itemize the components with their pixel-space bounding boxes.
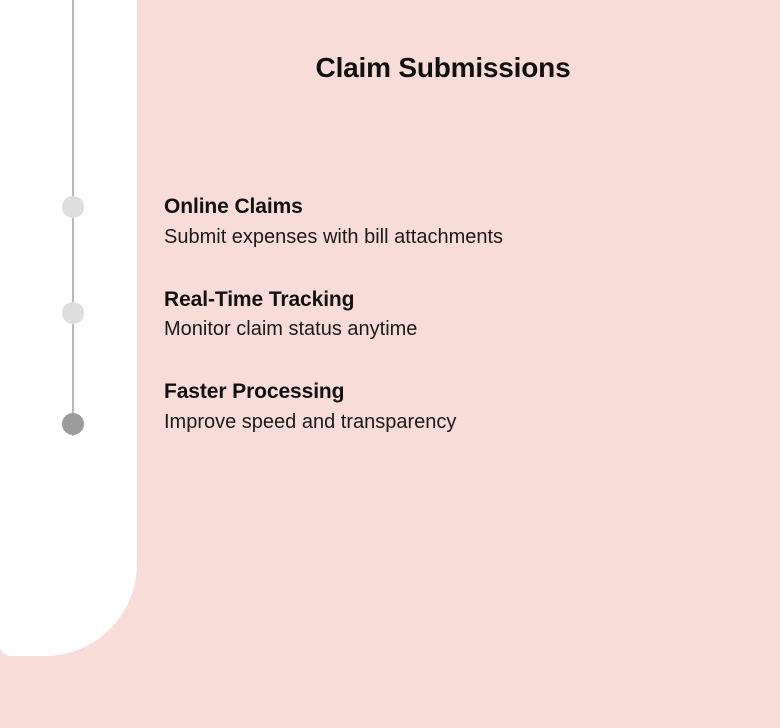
list-item-title: Real-Time Tracking bbox=[164, 287, 355, 311]
list-item-title: Online Claims bbox=[164, 195, 303, 218]
list-item: Real-Time Tracking Monitor claim status … bbox=[164, 286, 724, 345]
list-item: Faster Processing Improve speed and tran… bbox=[164, 378, 724, 437]
timeline-dot-step-3[interactable] bbox=[62, 413, 84, 435]
timeline-connector-line bbox=[72, 0, 74, 436]
timeline-dot-step-2[interactable] bbox=[62, 302, 84, 324]
timeline-dot-step-1[interactable] bbox=[62, 196, 84, 218]
list-item-description: Submit expenses with bill attachments bbox=[164, 225, 504, 248]
feature-list: Online Claims Submit expenses with bill … bbox=[164, 193, 724, 437]
white-notch-shape bbox=[0, 0, 137, 656]
panel-background-main bbox=[137, 0, 780, 728]
list-item-description: Improve speed and transparency bbox=[164, 411, 457, 434]
list-item: Online Claims Submit expenses with bill … bbox=[164, 193, 724, 252]
page-title: Claim Submissions bbox=[315, 52, 571, 83]
list-item-title: Faster Processing bbox=[164, 380, 345, 404]
list-item-description: Monitor claim status anytime bbox=[164, 318, 418, 341]
